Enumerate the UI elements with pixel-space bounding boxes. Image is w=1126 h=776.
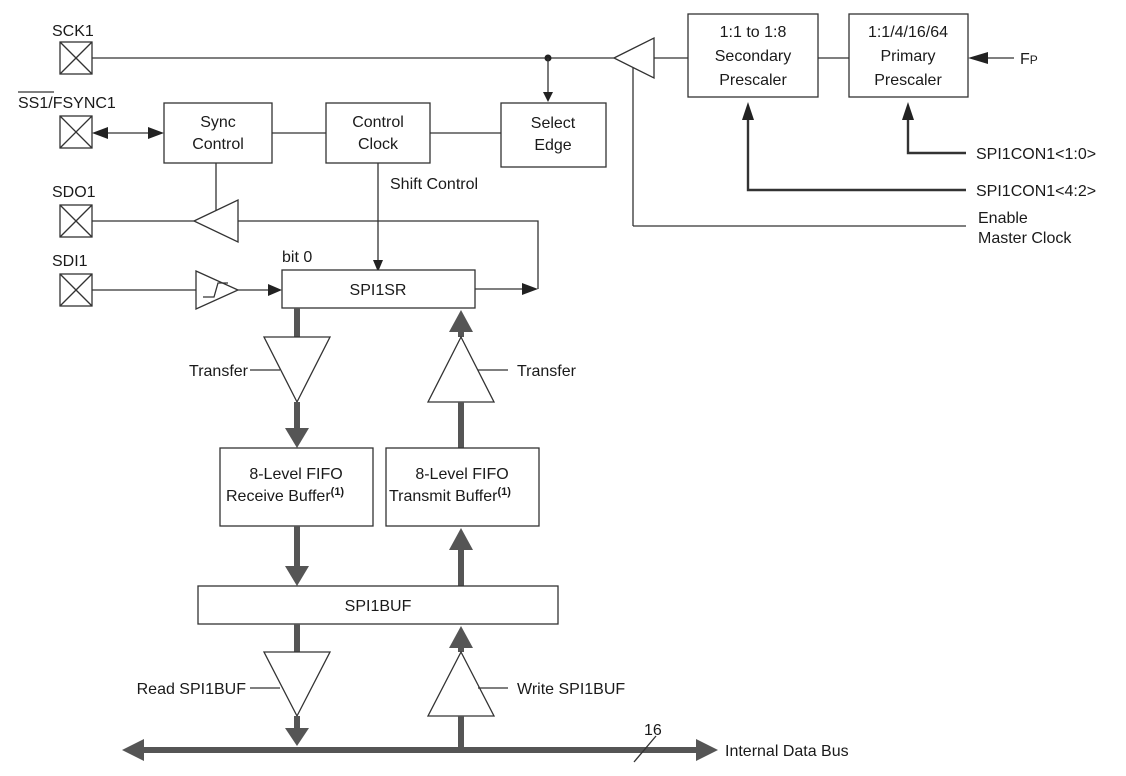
sync-control-line2: Control [192, 136, 244, 153]
select-edge-arrow [543, 92, 553, 102]
enable-master-clock-label-line2: Master Clock [978, 230, 1072, 247]
sr-output-arrow [522, 283, 538, 295]
control-clock-block [325, 102, 431, 164]
transmit-buffer-block [385, 447, 540, 527]
control-clock-line2: Clock [358, 136, 399, 153]
tx-transfer-label: Transfer [517, 363, 577, 380]
fp-label: FP [1020, 51, 1038, 68]
bus-width-slash [633, 735, 657, 763]
sdi1-pin [59, 273, 93, 307]
receive-buffer-line1: 8-Level FIFO [249, 466, 342, 483]
spi1con1-low-arrow [902, 102, 914, 120]
fp-arrow [968, 52, 988, 64]
transmit-buffer-line1: 8-Level FIFO [415, 466, 508, 483]
secondary-prescaler-line2: Secondary [715, 48, 792, 65]
primary-prescaler-block [848, 13, 969, 98]
secondary-prescaler-line1: 1:1 to 1:8 [720, 24, 787, 41]
spi1buf-label: SPI1BUF [345, 598, 412, 615]
enable-master-clock-label-line1: Enable [978, 210, 1028, 227]
sdi1-label: SDI1 [52, 253, 88, 270]
ss1-arrow-left [92, 127, 108, 139]
shift-control-arrow [373, 260, 383, 272]
sync-control-block [163, 102, 273, 164]
internal-data-bus-label: Internal Data Bus [725, 743, 849, 760]
receive-buffer-line2: Receive Buffer(1) [226, 486, 344, 505]
sr-to-sdo-wire [238, 220, 539, 289]
spi1con1-high-label: SPI1CON1<4:2> [976, 183, 1096, 200]
tx-bus-arrow-1 [449, 310, 473, 332]
bit0-label: bit 0 [282, 249, 312, 266]
spi1con1-low-wire [906, 118, 966, 155]
sdo1-label: SDO1 [52, 184, 96, 201]
read-buffer [262, 651, 332, 718]
secondary-prescaler-block [687, 13, 819, 98]
tx-bus-arrow-2 [449, 528, 473, 550]
read-spi1buf-label: Read SPI1BUF [137, 681, 247, 698]
fsync1-label: /FSYNC1 [48, 95, 116, 112]
select-edge-block [500, 102, 607, 168]
rx-bus-arrow-1 [285, 428, 309, 448]
sck-output-buffer [612, 36, 655, 80]
spi1buf-block [197, 585, 559, 625]
ss1-fsync1-label: SS1/FSYNC1 [18, 95, 116, 112]
ss1-pin [59, 115, 93, 149]
select-edge-line2: Edge [534, 137, 571, 154]
spi1sr-label: SPI1SR [350, 282, 407, 299]
select-edge-line1: Select [531, 115, 576, 132]
transmit-buffer-line2: Transmit Buffer(1) [389, 486, 511, 505]
sck1-label: SCK1 [52, 23, 94, 40]
sdi-input-buffer [195, 269, 240, 311]
spi1con1-high-arrow [742, 102, 754, 120]
secondary-prescaler-line3: Prescaler [719, 72, 787, 89]
spi1sr-block [281, 269, 476, 309]
bus-width-label: 16 [644, 722, 662, 739]
write-spi1buf-label: Write SPI1BUF [517, 681, 625, 698]
sync-control-line1: Sync [200, 114, 236, 131]
spi1con1-low-label: SPI1CON1<1:0> [976, 146, 1096, 163]
receive-buffer-block [219, 447, 374, 527]
shift-control-label: Shift Control [390, 176, 478, 193]
rx-bus-arrow-3 [285, 728, 309, 746]
primary-prescaler-line1: 1:1/4/16/64 [868, 24, 948, 41]
tx-bus-arrow-3 [449, 626, 473, 648]
primary-prescaler-line2: Primary [880, 48, 935, 65]
ss1-label: SS1 [18, 95, 48, 112]
bus-arrow-right [696, 739, 718, 761]
sdi-to-sr-arrow [268, 284, 282, 296]
spi1con1-high-wire [746, 118, 966, 192]
bus-arrow-left [122, 739, 144, 761]
write-buffer [426, 650, 496, 717]
sck1-pin [59, 41, 93, 75]
rx-transfer-buffer [262, 336, 332, 404]
control-clock-line1: Control [352, 114, 404, 131]
rx-bus-arrow-2 [285, 566, 309, 586]
sdo1-pin [59, 204, 93, 238]
rx-transfer-label: Transfer [189, 363, 249, 380]
ss1-arrow-right [148, 127, 164, 139]
schmitt-trigger-icon [203, 282, 228, 298]
primary-prescaler-line3: Prescaler [874, 72, 942, 89]
